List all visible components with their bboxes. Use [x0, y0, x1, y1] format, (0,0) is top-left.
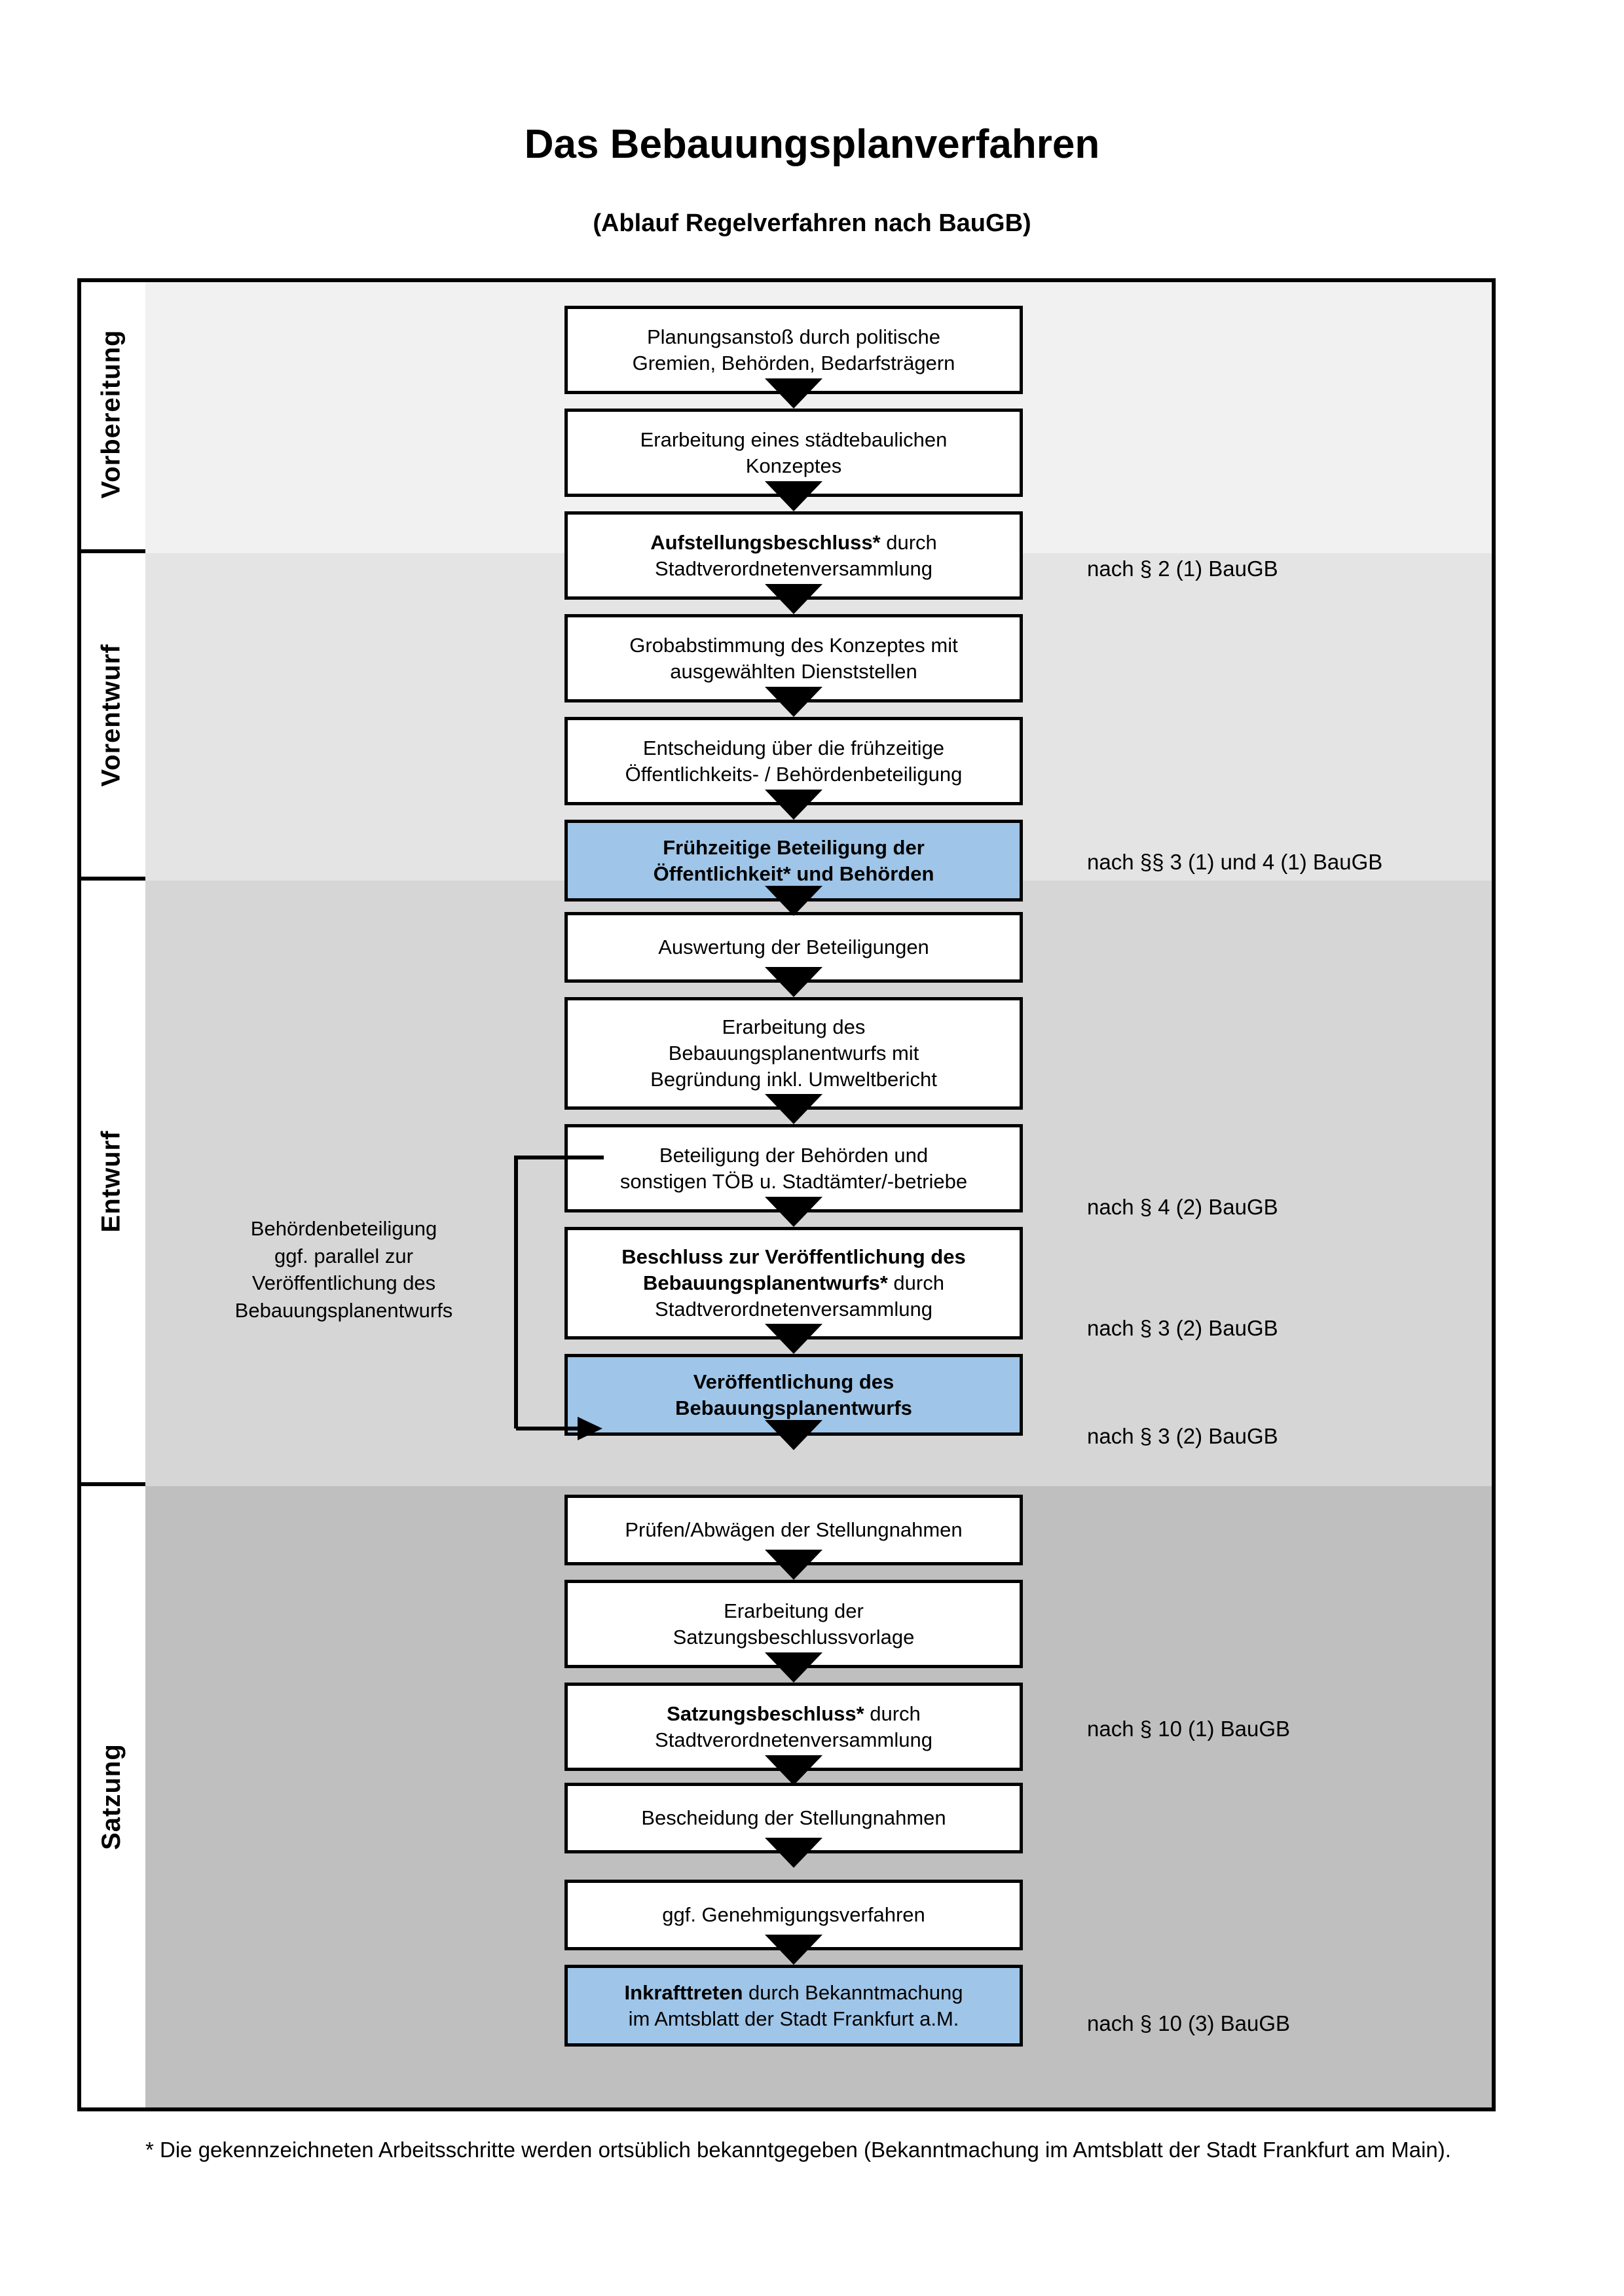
- arrow-down-5: [765, 790, 822, 820]
- step-line: Stadtverordnetenversammlung: [655, 1728, 932, 1751]
- step-line-bold: Frühzeitige Beteiligung der: [663, 835, 925, 859]
- page-subtitle: (Ablauf Regelverfahren nach BauGB): [593, 210, 1031, 237]
- chart-frame: [77, 278, 1496, 2111]
- step-line: im Amtsblatt der Stadt Frankfurt a.M.: [628, 2007, 959, 2030]
- phase-column: Vorbereitung Vorentwurf Entwurf Satzung: [77, 278, 145, 2111]
- step-line-suffix: durch: [887, 1271, 944, 1295]
- phase-cell-entwurf: Entwurf: [77, 881, 145, 1486]
- legal-ref-10-1: nach § 10 (1) BauGB: [1087, 1717, 1291, 1741]
- step-line: Bebauungsplanentwurfs mit: [668, 1042, 919, 1065]
- arrow-down-8: [765, 1094, 822, 1124]
- step-line: Planungsanstoß durch politische: [646, 325, 941, 348]
- page-title: Das Bebauungsplanverfahren: [524, 122, 1100, 167]
- side-note-line-1: Behördenbeteiligung: [250, 1217, 437, 1240]
- step-line: Stadtverordnetenversammlung: [655, 1297, 932, 1321]
- step-inkrafttreten[interactable]: Inkrafttreten durch Bekanntmachung im Am…: [564, 1965, 1023, 2047]
- arrow-down-9: [765, 1197, 822, 1227]
- arrow-down-12: [765, 1550, 822, 1580]
- step-line-bold: Veröffentlichung des: [693, 1370, 895, 1393]
- legal-ref-3-1-4-1: nach §§ 3 (1) und 4 (1) BauGB: [1087, 850, 1383, 874]
- step-line: Erarbeitung eines städtebaulichen: [640, 428, 948, 451]
- step-erarbeitung-bebauungsplanentwurf[interactable]: Erarbeitung des Bebauungsplanentwurfs mi…: [564, 997, 1023, 1110]
- arrow-down-14: [765, 1755, 822, 1785]
- arrow-down-16: [765, 1935, 822, 1965]
- arrow-down-2: [765, 481, 822, 511]
- step-line: ausgewählten Dienststellen: [670, 659, 917, 683]
- phase-cell-vorbereitung: Vorbereitung: [77, 278, 145, 553]
- arrow-down-3: [765, 584, 822, 614]
- arrow-down-6: [765, 886, 822, 916]
- step-line-suffix: durch: [880, 530, 937, 554]
- side-note-line-2: ggf. parallel zur: [274, 1244, 413, 1267]
- step-line: Öffentlichkeits- / Behördenbeteiligung: [625, 762, 963, 786]
- step-line: Erarbeitung des: [722, 1015, 866, 1039]
- legal-ref-2-1: nach § 2 (1) BauGB: [1087, 556, 1278, 581]
- step-line: Begründung inkl. Umweltbericht: [650, 1067, 937, 1091]
- legal-ref-4-2: nach § 4 (2) BauGB: [1087, 1195, 1278, 1219]
- side-note-behoerdenbeteiligung: Behördenbeteiligung ggf. parallel zur Ve…: [196, 1215, 491, 1324]
- arrow-down-4: [765, 687, 822, 717]
- step-line: Beteiligung der Behörden und: [659, 1143, 929, 1167]
- step-line: Satzungsbeschlussvorlage: [673, 1625, 915, 1649]
- step-line: Konzeptes: [745, 454, 842, 477]
- legal-ref-10-3: nach § 10 (3) BauGB: [1087, 2011, 1291, 2035]
- step-line: ggf. Genehmigungsverfahren: [662, 1903, 925, 1927]
- arrow-down-10: [765, 1324, 822, 1354]
- step-beschluss-veroeffentlichung[interactable]: Beschluss zur Veröffentlichung des Bebau…: [564, 1227, 1023, 1339]
- footnote: * Die gekennzeichneten Arbeitsschritte w…: [145, 2138, 1451, 2162]
- step-line: Entscheidung über die frühzeitige: [642, 736, 945, 759]
- step-line-bold: Beschluss zur Veröffentlichung des: [621, 1245, 966, 1269]
- side-note-line-4: Bebauungsplanentwurfs: [234, 1298, 453, 1322]
- step-line: Bescheidung der Stellungnahmen: [641, 1806, 946, 1830]
- step-line: Stadtverordnetenversammlung: [655, 556, 932, 580]
- step-line-bold: Inkrafttreten: [624, 1980, 743, 2004]
- step-line: Gremien, Behörden, Bedarfsträgern: [632, 351, 955, 374]
- legal-ref-3-2-b: nach § 3 (2) BauGB: [1087, 1424, 1278, 1448]
- legal-ref-3-2-a: nach § 3 (2) BauGB: [1087, 1316, 1278, 1340]
- step-line-bold: Öffentlichkeit* und Behörden: [653, 862, 934, 885]
- step-staedtebauliches-konzept[interactable]: Erarbeitung eines städtebaulichen Konzep…: [564, 409, 1023, 497]
- step-line: sonstigen TÖB u. Stadtämter/-betriebe: [619, 1169, 968, 1193]
- arrow-down-1: [765, 378, 822, 409]
- arrow-down-11: [765, 1420, 822, 1450]
- step-line: Prüfen/Abwägen der Stellungnahmen: [625, 1518, 963, 1542]
- arrow-down-7: [765, 967, 822, 997]
- parallel-path-connector: [514, 1156, 604, 1440]
- step-beteiligung-behoerden-toeb[interactable]: Beteiligung der Behörden und sonstigen T…: [564, 1124, 1023, 1212]
- phase-cell-vorentwurf: Vorentwurf: [77, 553, 145, 881]
- step-line-bold: Aufstellungsbeschluss*: [650, 530, 881, 554]
- side-note-line-3: Veröffentlichung des: [251, 1271, 436, 1295]
- arrow-down-13: [765, 1652, 822, 1683]
- step-line-bold: Satzungsbeschluss*: [667, 1702, 864, 1725]
- step-line: Grobabstimmung des Konzeptes mit: [629, 633, 958, 657]
- step-line-suffix: durch: [864, 1702, 921, 1725]
- arrow-down-15: [765, 1838, 822, 1868]
- phase-cell-satzung: Satzung: [77, 1486, 145, 2107]
- step-line: Erarbeitung der: [724, 1599, 864, 1622]
- step-line-suffix: durch Bekanntmachung: [743, 1980, 963, 2004]
- step-line: Auswertung der Beteiligungen: [658, 936, 929, 959]
- step-line-bold: Bebauungsplanentwurfs*: [643, 1271, 888, 1295]
- step-line-bold: Bebauungsplanentwurfs: [675, 1396, 912, 1419]
